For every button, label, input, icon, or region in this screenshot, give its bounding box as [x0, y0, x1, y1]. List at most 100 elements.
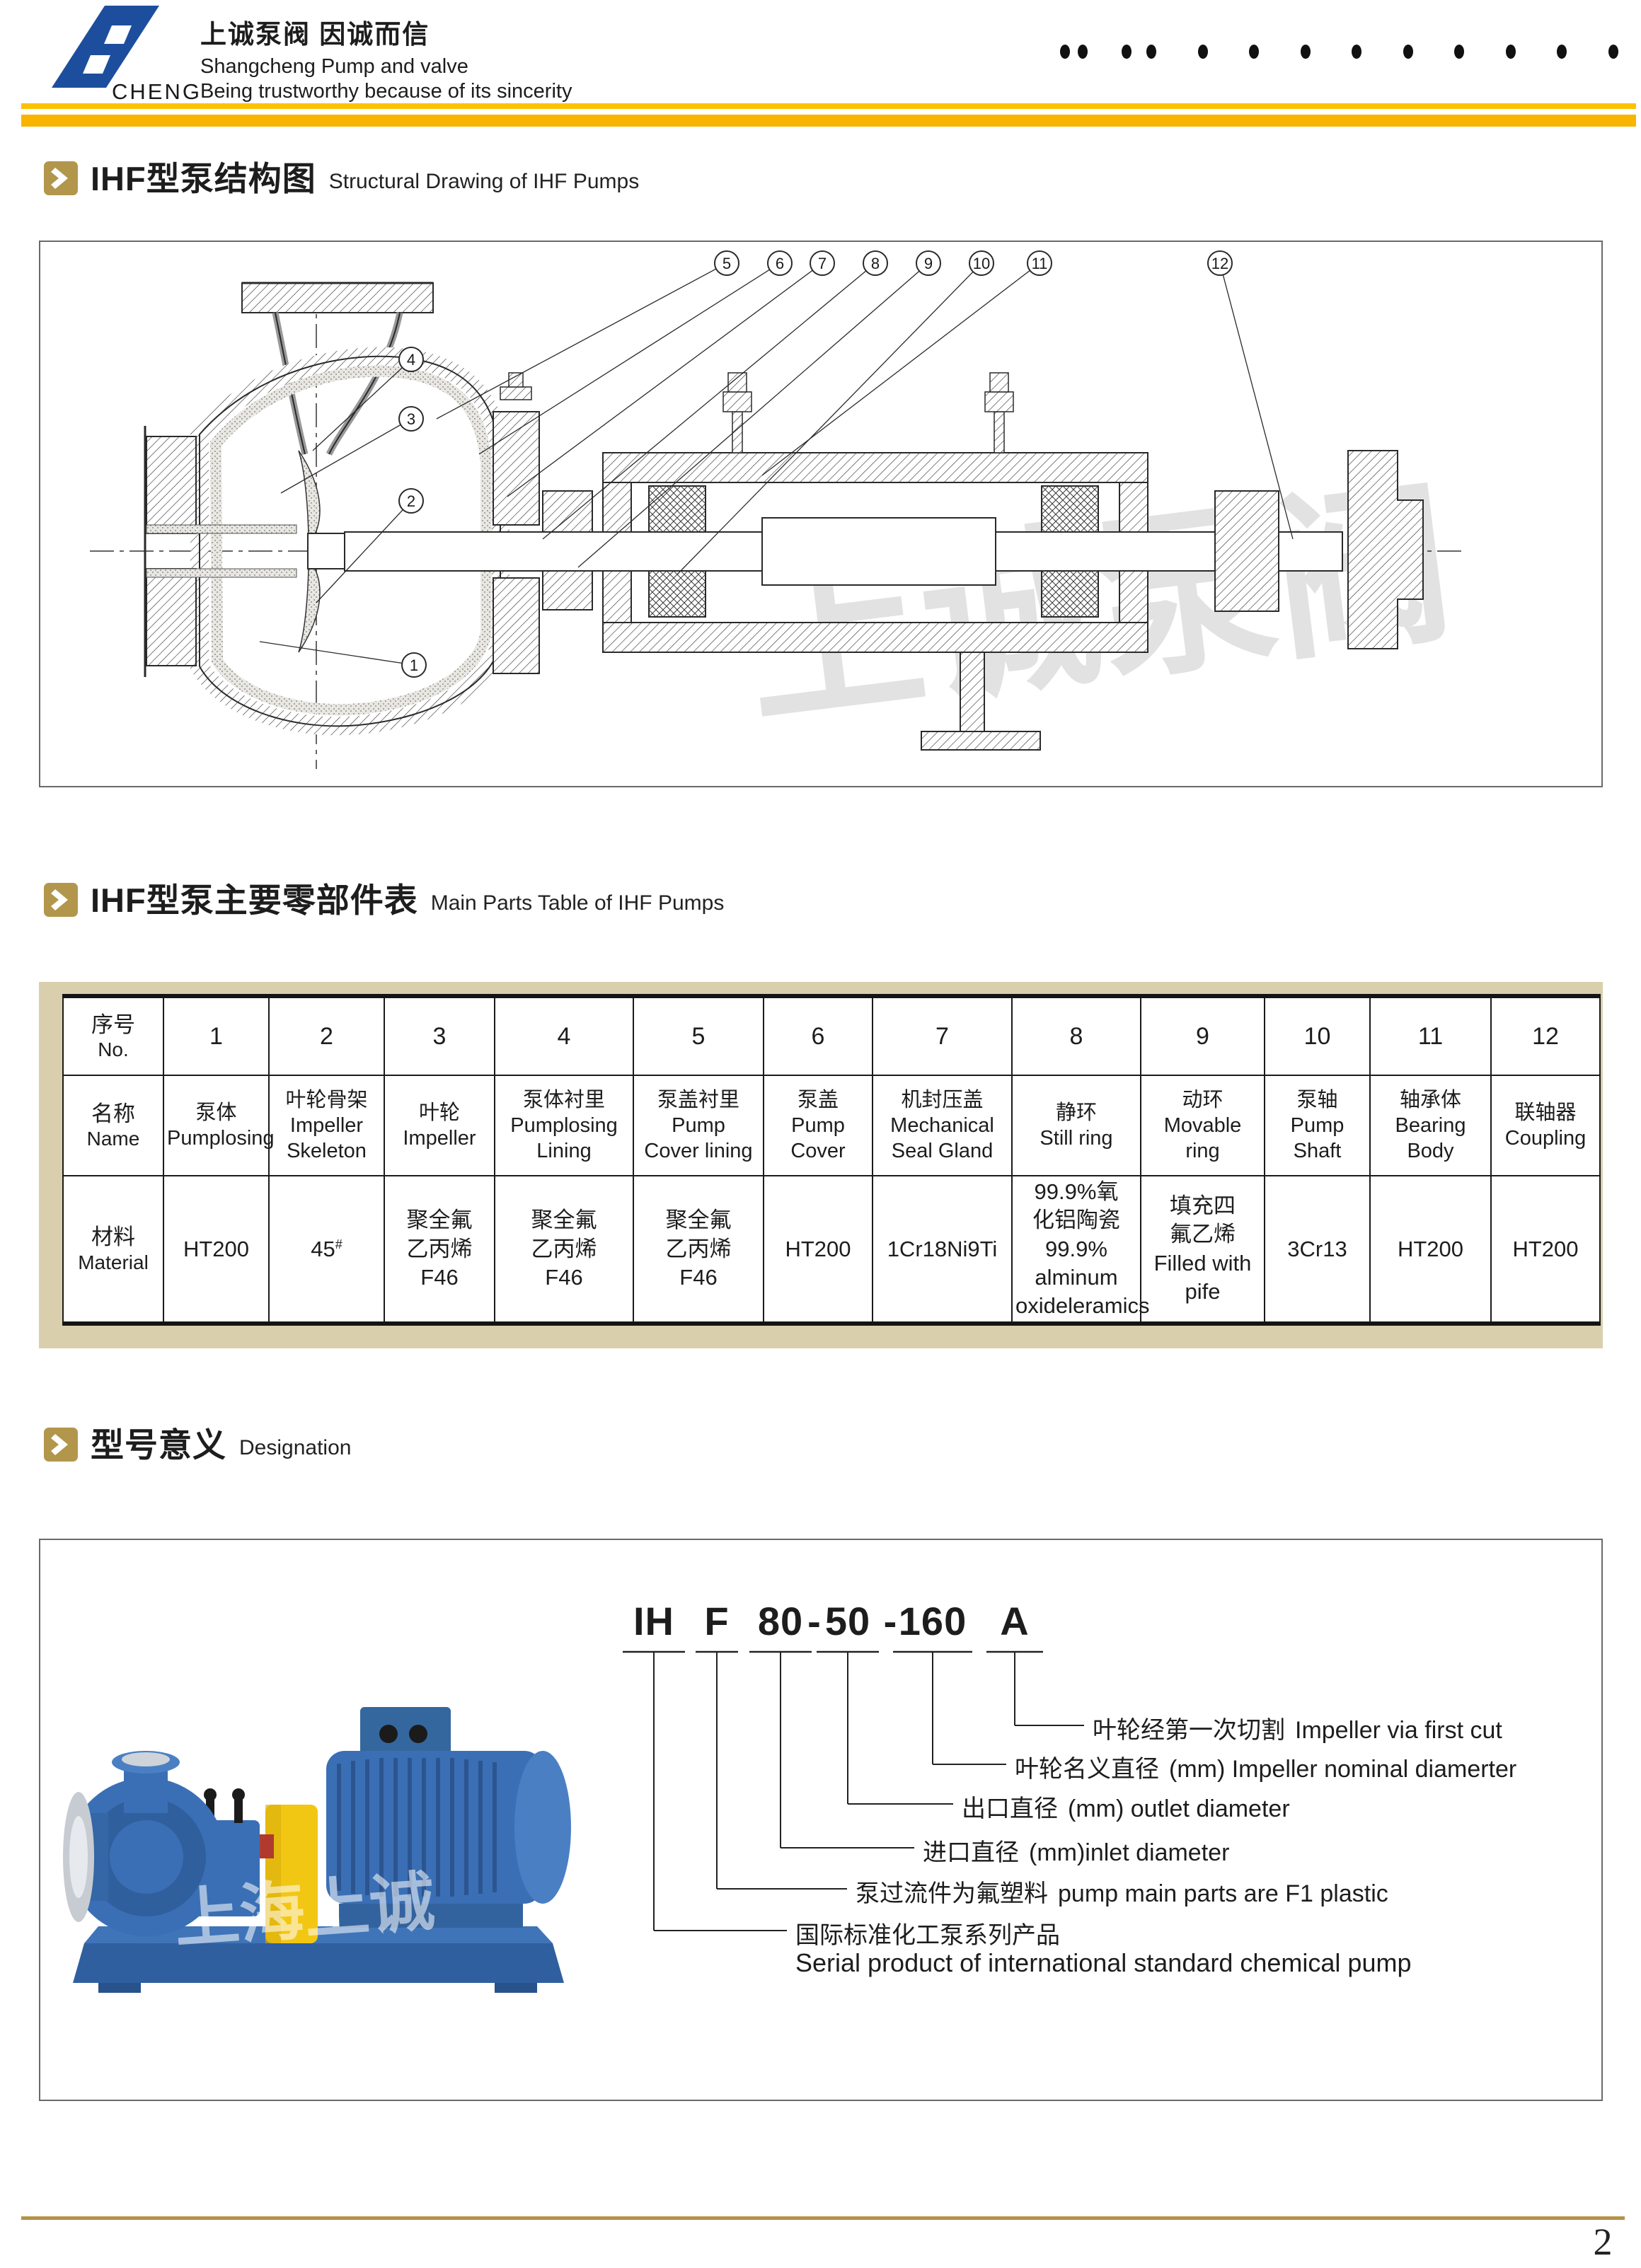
part-name-cell: 泵体 Pumplosing — [163, 1075, 275, 1176]
callout-leader — [312, 359, 412, 451]
discharge-flange — [241, 282, 434, 313]
callout-leader — [1219, 262, 1294, 540]
part-no-cell: 2 — [268, 995, 385, 1076]
callout-number: 3 — [407, 410, 415, 428]
part-material-cell: 聚全氟 乙丙烯 F46 — [384, 1174, 495, 1325]
header-dot — [1301, 45, 1311, 59]
callout-leader — [507, 262, 823, 497]
pump-shaft — [344, 517, 1343, 586]
part-name-cell: 叶轮 Impeller — [384, 1075, 495, 1176]
part-material-cell: HT200 — [763, 1174, 873, 1325]
header-dot — [1557, 45, 1567, 59]
part-material-cell: 99.9%氧 化铝陶瓷 99.9% alminum oxideleramics — [1011, 1174, 1150, 1325]
section-designation-title-en: Designation — [239, 1435, 352, 1459]
callout-circle — [916, 250, 941, 276]
header-dots-decoration — [1060, 45, 1618, 59]
callout-leader — [676, 262, 982, 575]
grease-cup-right — [984, 372, 1014, 453]
callout-circle — [401, 652, 427, 678]
company-logo: CHENG — [28, 4, 205, 107]
part-no-cell: 11 — [1369, 995, 1492, 1076]
part-material-cell: 3Cr13 — [1264, 1174, 1371, 1325]
header-dot — [1352, 45, 1361, 59]
designation-note: 出口直径(mm) outlet diameter — [962, 1795, 1290, 1822]
model-separator: - — [807, 1599, 821, 1643]
callout-number: 11 — [1032, 255, 1048, 272]
part-name-cell: 泵盖衬里 Pump Cover lining — [633, 1075, 764, 1176]
callout-number: 1 — [410, 656, 418, 674]
logo-text: CHENG — [112, 79, 202, 103]
mechanical-seal — [542, 490, 593, 611]
callout-leader — [542, 262, 876, 540]
header-dot — [1608, 45, 1618, 59]
part-no-cell: 4 — [494, 995, 634, 1076]
part-material-cell: 聚全氟 乙丙烯 F46 — [494, 1174, 634, 1325]
pump-cover — [493, 372, 540, 674]
section-parts-header: IHF型泵主要零部件表 Main Parts Table of IHF Pump… — [44, 883, 724, 917]
pump-cross-section-drawing: 上诚泵阀 — [90, 250, 1463, 769]
callout-number: 8 — [871, 255, 880, 272]
header-dot — [1122, 45, 1132, 59]
part-no-cell: 10 — [1264, 995, 1371, 1076]
callout-leader — [761, 262, 1040, 476]
callout-number: 7 — [818, 255, 827, 272]
coupling — [1214, 450, 1424, 649]
callout-number: 9 — [924, 255, 933, 272]
callout-circle — [398, 406, 424, 432]
callout-circle — [1027, 250, 1052, 276]
section-designation-header: 型号意义 Designation — [44, 1428, 351, 1462]
section-parts-title-en: Main Parts Table of IHF Pumps — [430, 891, 725, 915]
part-material-cell: HT200 — [1490, 1174, 1601, 1325]
callout-leader — [259, 641, 415, 666]
header-dot — [1078, 45, 1088, 59]
designation-note: 国际标准化工泵系列产品 — [795, 1922, 1060, 1949]
structural-drawing-box: 上诚泵阀 — [39, 241, 1603, 787]
callout-circle — [810, 250, 835, 276]
part-name-cell: 机封压盖 Mechanical Seal Gland — [872, 1075, 1013, 1176]
model-token: F — [704, 1599, 730, 1643]
callout-circle — [863, 250, 888, 276]
header-dot — [1060, 45, 1070, 59]
model-token: A — [1000, 1599, 1030, 1643]
callout-leader — [316, 500, 412, 603]
header-dot — [1249, 45, 1259, 59]
designation-note: 进口直径(mm)inlet diameter — [923, 1839, 1230, 1866]
header-dot — [1403, 45, 1413, 59]
callout-number: 4 — [407, 351, 415, 369]
callout-number: 5 — [722, 255, 731, 272]
part-name-cell: 泵体衬里 Pumplosing Lining — [494, 1075, 634, 1176]
section-marker-icon — [44, 1428, 78, 1462]
callout-circle — [969, 250, 994, 276]
designation-connector-lines — [623, 1650, 1084, 1931]
part-material-cell: 45# — [268, 1174, 385, 1325]
part-name-cell: 泵轴 Pump Shaft — [1264, 1075, 1371, 1176]
callout-circle — [767, 250, 793, 276]
callout-number: 6 — [776, 255, 784, 272]
part-material-cell: HT200 — [1369, 1174, 1492, 1325]
designation-note: 叶轮名义直径(mm) Impeller nominal diamerter — [1015, 1756, 1517, 1783]
header-dot — [1198, 45, 1208, 59]
header-rule-thin — [21, 103, 1636, 109]
model-token: 80 — [757, 1599, 804, 1643]
callout-leader — [436, 262, 727, 420]
part-no-cell: 6 — [763, 995, 873, 1076]
part-name-cell: 泵盖 Pump Cover — [763, 1075, 873, 1176]
pump-product-photo: 上海上诚 — [63, 1707, 571, 1993]
part-no-cell: 12 — [1490, 995, 1601, 1076]
callout-number: 2 — [407, 492, 415, 510]
model-token: 50 — [824, 1599, 871, 1643]
section-designation-title-cn: 型号意义 — [91, 1426, 226, 1464]
part-material-cell: HT200 — [163, 1174, 270, 1325]
section-marker-icon — [44, 161, 78, 195]
part-name-cell: 动环 Movable ring — [1140, 1075, 1265, 1176]
header-company-en: Shangcheng Pump and valve — [200, 55, 468, 78]
footer-rule — [21, 2216, 1625, 2220]
